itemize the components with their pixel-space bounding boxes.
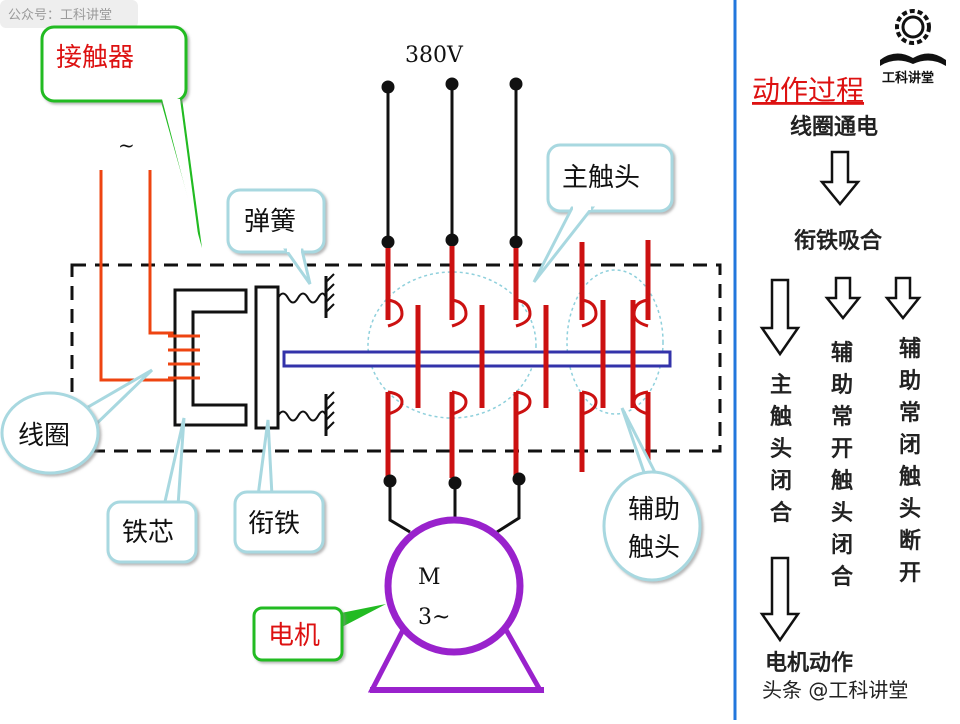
motor-symbol-m: M — [418, 565, 441, 590]
down-arrow-icon — [824, 276, 862, 321]
branch-nc-char: 触 — [899, 464, 921, 490]
process-step1: 线圈通电 — [790, 114, 878, 140]
ac-symbol: ~ — [118, 133, 135, 157]
process-final: 电机动作 — [765, 650, 853, 676]
branch-no-char: 合 — [831, 564, 854, 590]
armature — [254, 285, 280, 430]
branch-nc-char: 闭 — [899, 432, 921, 458]
aux-contacts-callout — [602, 470, 702, 582]
motor-wiring — [383, 472, 526, 534]
branch-no-char: 常 — [831, 404, 853, 430]
contactor-label: 接触器 — [56, 43, 134, 73]
supply-lines — [381, 77, 523, 249]
armature-callout — [233, 490, 325, 554]
spring-pointer — [283, 248, 312, 285]
aux-contacts-label-line2: 触头 — [628, 533, 680, 563]
watermark-bg — [0, 0, 138, 28]
motor-pointer — [336, 604, 386, 628]
spring-top — [277, 273, 335, 318]
branch-no-char: 开 — [831, 436, 853, 462]
spring-pointer-mask — [287, 246, 301, 252]
branch-nc-char: 助 — [899, 368, 921, 394]
main-contacts-callout — [546, 143, 674, 213]
branch-no-char: 触 — [831, 468, 853, 494]
motor — [367, 516, 545, 693]
main-contacts — [385, 246, 549, 478]
branch-nc-char: 辅 — [899, 336, 921, 362]
process-step2: 衔铁吸合 — [794, 228, 883, 254]
motor-symbol-3phase: 3~ — [418, 605, 450, 630]
branch-no-char: 闭 — [831, 532, 853, 558]
branch-nc-char: 头 — [899, 496, 921, 522]
coil-wires — [99, 170, 175, 382]
branch-no-char: 助 — [831, 372, 853, 398]
branch-nc-char: 断 — [899, 528, 921, 554]
branch-main-char: 头 — [770, 436, 792, 462]
branch-no-char: 头 — [831, 500, 853, 526]
process-title: 动作过程 — [752, 74, 864, 107]
aux-contacts — [579, 240, 651, 472]
main-contacts-pointer-mask — [573, 204, 591, 210]
branch-nc-char: 常 — [899, 400, 921, 426]
voltage-label: 380V — [405, 43, 464, 68]
branch-aux-nc: 辅 助 常 闭 触 头 断 开 — [899, 336, 921, 586]
spring-label: 弹簧 — [244, 207, 296, 237]
down-arrow-icon — [759, 278, 801, 357]
logo-text: 工科讲堂 — [882, 70, 934, 86]
armature-label: 衔铁 — [248, 509, 300, 539]
down-arrow-icon — [819, 150, 861, 206]
branch-aux-no: 辅 助 常 开 触 头 闭 合 — [831, 340, 854, 590]
spring-bottom — [277, 391, 335, 436]
coil-callout — [0, 391, 100, 475]
armature-pointer — [256, 419, 274, 498]
coil-turns — [168, 334, 200, 380]
contactor-enclosure — [70, 263, 722, 453]
watermark-bottom: 头条 @工科讲堂 — [762, 678, 908, 702]
armature-rod — [282, 350, 672, 368]
branch-main-char: 闭 — [770, 468, 792, 494]
spring-callout — [226, 188, 326, 254]
branch-no-char: 辅 — [831, 340, 853, 366]
down-arrow-icon — [884, 276, 922, 321]
main-contacts-region — [367, 271, 537, 419]
logo-gear-icon — [880, 9, 946, 66]
iron-core — [173, 288, 248, 427]
motor-label: 电机 — [268, 621, 320, 651]
branch-main-char: 触 — [770, 404, 792, 430]
branch-main-char: 合 — [770, 500, 793, 526]
contactor-callout — [40, 25, 188, 103]
iron-core-callout — [106, 500, 198, 564]
iron-core-pointer — [162, 417, 186, 508]
coil-label: 线圈 — [18, 421, 70, 451]
branch-main-contacts: 主 触 头 闭 合 — [770, 372, 793, 526]
contactor-pointer-inner — [162, 99, 199, 242]
down-arrow-icon — [759, 556, 801, 643]
aux-contacts-region — [566, 269, 664, 415]
iron-core-label: 铁芯 — [122, 518, 174, 548]
watermark-top: 公众号：工科讲堂 — [8, 8, 112, 23]
aux-contacts-label-line1: 辅助 — [628, 495, 680, 525]
branch-nc-char: 开 — [899, 560, 921, 586]
motor-callout — [252, 606, 344, 662]
branch-main-char: 主 — [770, 372, 792, 398]
main-contacts-label: 主触头 — [562, 163, 640, 193]
